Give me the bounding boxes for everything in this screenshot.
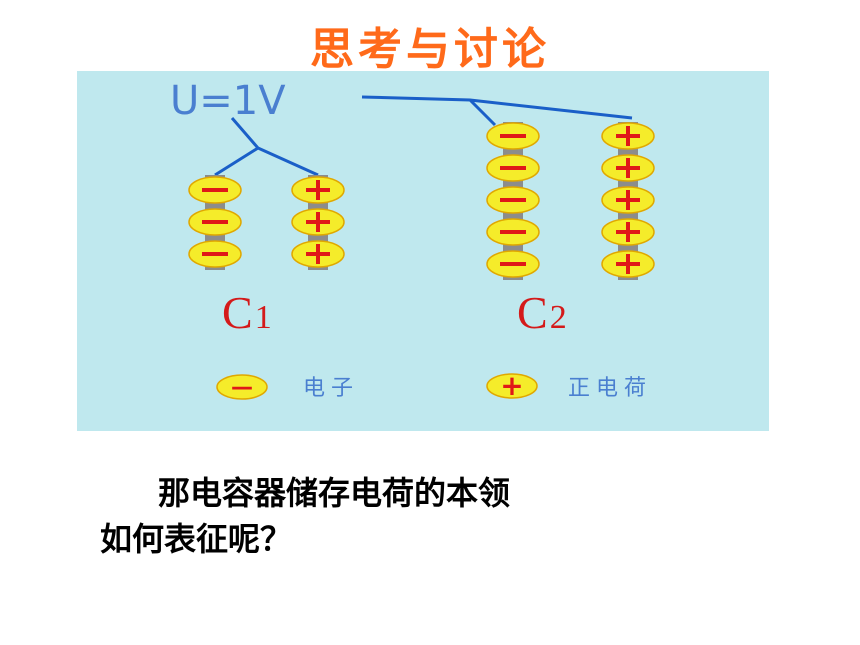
wires: [214, 95, 633, 177]
capacitor-label-c1: C1: [222, 287, 272, 338]
legend-positive-symbol: +: [500, 369, 523, 402]
charge-c2-negative-1: [486, 154, 540, 182]
charges: [188, 122, 655, 278]
wire-c2: [361, 95, 633, 127]
charge-c1-negative-1: [188, 208, 242, 236]
charge-c1-positive-1: [291, 208, 345, 236]
charge-c1-positive-2: [291, 240, 345, 268]
charge-c1-negative-0: [188, 176, 242, 204]
legend-electron-symbol: —: [231, 375, 253, 400]
charge-c2-negative-2: [486, 186, 540, 214]
wire-c1: [214, 117, 319, 177]
question-text: 那电容器储存电荷的本领 如何表征呢？: [100, 470, 510, 562]
charge-c1-positive-0: [291, 176, 345, 204]
legend-positive-text: 正电荷: [568, 376, 652, 401]
capacitor-plates: [205, 122, 638, 280]
charge-c2-positive-4: [601, 250, 655, 278]
legend-item-positive: + 正电荷: [486, 369, 652, 402]
charge-c2-negative-3: [486, 218, 540, 246]
charge-c2-positive-1: [601, 154, 655, 182]
charge-c2-negative-0: [486, 122, 540, 150]
charge-c2-positive-2: [601, 186, 655, 214]
slide-title: 思考与讨论: [310, 24, 550, 72]
charge-c2-positive-0: [601, 122, 655, 150]
question-line-2: 如何表征呢？: [100, 520, 293, 558]
voltage-label: U=1V: [170, 78, 286, 124]
legend-item-electron: — 电子: [216, 374, 359, 401]
charge-c2-negative-4: [486, 250, 540, 278]
capacitor-label-c2: C2: [517, 287, 567, 338]
charge-c1-negative-2: [188, 240, 242, 268]
charge-c2-positive-3: [601, 218, 655, 246]
question-line-1: 那电容器储存电荷的本领: [158, 474, 511, 512]
legend-electron-text: 电子: [303, 376, 359, 401]
legend: — 电子 + 正电荷: [216, 369, 652, 402]
